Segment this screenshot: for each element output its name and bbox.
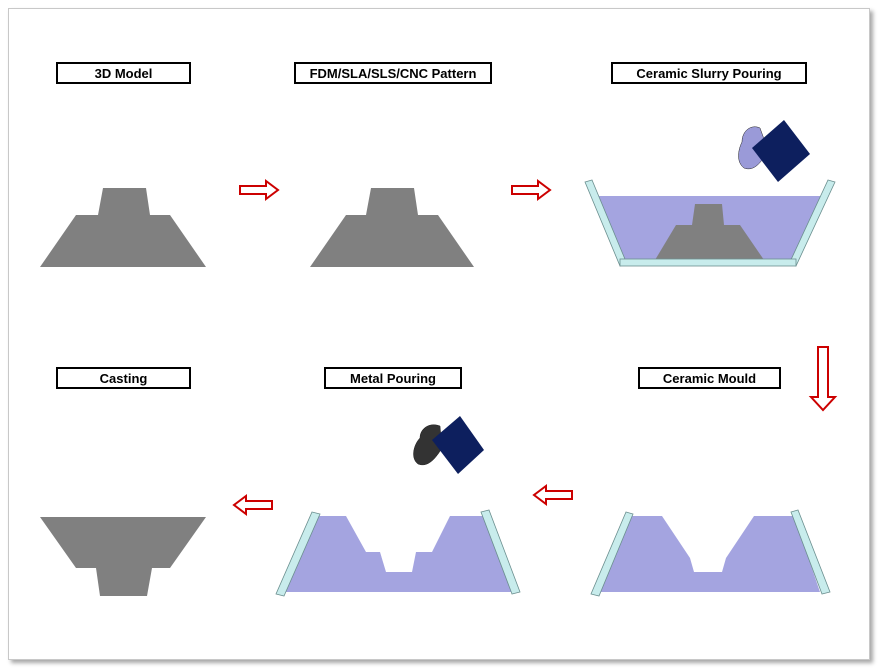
pattern-part: [310, 188, 474, 267]
slurry-pour-box: [752, 120, 810, 182]
metal-wall-right: [480, 509, 521, 595]
label-3d-model: 3D Model: [56, 62, 191, 84]
right-arrow-icon: [239, 179, 280, 201]
metal-container: [275, 509, 521, 597]
metal-wall-left: [275, 511, 321, 597]
left-arrow-icon: [532, 484, 573, 506]
left-arrow-icon: [232, 494, 273, 516]
model-part: [40, 188, 206, 267]
metal-blob: [413, 424, 443, 466]
label-pattern: FDM/SLA/SLS/CNC Pattern: [294, 62, 492, 84]
metal-pour-box: [432, 416, 484, 474]
mould-wall-right: [790, 509, 831, 595]
down-arrow-icon: [808, 346, 838, 412]
pattern-in-slurry: [655, 204, 764, 260]
label-slurry-pouring: Ceramic Slurry Pouring: [611, 62, 807, 84]
mould-wall-left: [590, 511, 634, 597]
slurry-container: [584, 179, 836, 267]
mould-container: [590, 509, 831, 597]
mould-fill: [598, 516, 820, 592]
label-casting: Casting: [56, 367, 191, 389]
metal-mould-fill: [284, 516, 512, 592]
label-metal-pouring: Metal Pouring: [324, 367, 462, 389]
label-ceramic-mould: Ceramic Mould: [638, 367, 781, 389]
casting-part: [40, 517, 206, 596]
container-bottom: [619, 258, 797, 267]
right-arrow-icon: [511, 179, 552, 201]
